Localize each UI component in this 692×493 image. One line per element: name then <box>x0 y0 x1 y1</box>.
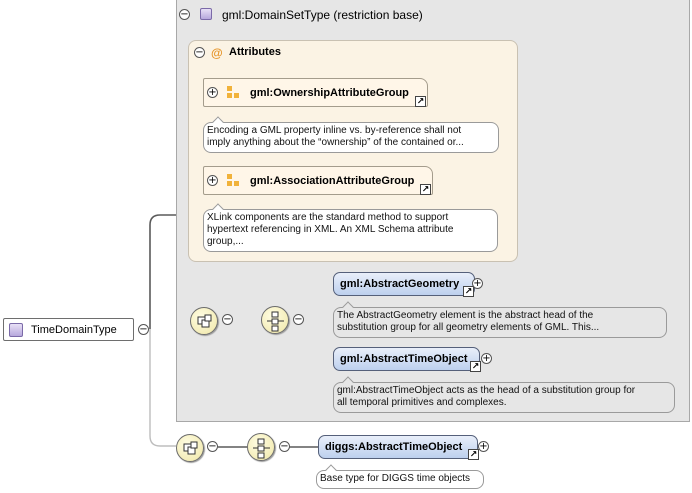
attribute-group-association[interactable]: gml:AssociationAttributeGroup <box>203 166 433 195</box>
link-arrow-icon[interactable]: ↗ <box>463 286 474 297</box>
base-type-collapse-button[interactable]: − <box>179 9 190 20</box>
element-abstract-geometry-expand-button[interactable]: + <box>472 278 483 289</box>
element-abstract-geometry-label: gml:AbstractGeometry <box>340 278 460 290</box>
element-diggs-abstract-time-object-doc: Base type for DIGGS time objects <box>316 464 484 489</box>
element-abstract-time-object-label: gml:AbstractTimeObject <box>340 353 468 365</box>
attribute-group-ownership-label: gml:OwnershipAttributeGroup <box>250 86 409 99</box>
root-type-label: TimeDomainType <box>31 323 117 336</box>
attribute-group-ownership[interactable]: gml:OwnershipAttributeGroup <box>203 78 428 107</box>
element-abstract-time-object[interactable]: gml:AbstractTimeObject <box>333 347 480 371</box>
choice-compositor-icon[interactable] <box>247 433 275 461</box>
link-arrow-icon[interactable]: ↗ <box>470 361 481 372</box>
attribute-at-icon: @ <box>211 46 223 60</box>
link-arrow-icon[interactable]: ↗ <box>415 96 426 107</box>
sequence-collapse-button[interactable]: − <box>222 314 233 325</box>
attributes-title: Attributes <box>229 46 281 58</box>
element-abstract-time-object-expand-button[interactable]: + <box>481 353 492 364</box>
attribute-group-icon <box>227 174 241 188</box>
complex-type-icon <box>9 322 23 337</box>
choice-compositor-icon[interactable] <box>261 306 289 334</box>
attribute-group-association-label: gml:AssociationAttributeGroup <box>250 174 415 187</box>
sequence-glyph <box>183 441 198 455</box>
attribute-group-association-doc: XLink components are the standard method… <box>203 203 498 252</box>
element-diggs-abstract-time-object-label: diggs:AbstractTimeObject <box>325 441 463 453</box>
link-arrow-icon[interactable]: ↗ <box>468 449 479 460</box>
attributes-collapse-button[interactable]: − <box>194 47 205 58</box>
sequence-glyph <box>197 314 212 328</box>
element-abstract-time-object-doc: gml:AbstractTimeObject acts as the head … <box>333 376 675 413</box>
base-type-title: gml:DomainSetType (restriction base) <box>222 8 423 22</box>
choice-glyph <box>253 438 270 459</box>
sequence-collapse-button[interactable]: − <box>207 441 218 452</box>
choice-collapse-button[interactable]: − <box>279 441 290 452</box>
link-arrow-icon[interactable]: ↗ <box>420 184 431 195</box>
element-abstract-geometry[interactable]: gml:AbstractGeometry <box>333 272 475 296</box>
attribute-group-ownership-doc: Encoding a GML property inline vs. by-re… <box>203 116 499 153</box>
choice-collapse-button[interactable]: − <box>293 314 304 325</box>
sequence-compositor-icon[interactable] <box>176 434 204 462</box>
element-diggs-abstract-time-object-expand-button[interactable]: + <box>478 441 489 452</box>
attribute-group-icon <box>227 86 241 100</box>
attribute-group-ownership-expand-button[interactable]: + <box>207 87 218 98</box>
element-abstract-geometry-doc: The AbstractGeometry element is the abst… <box>333 301 667 338</box>
element-diggs-abstract-time-object[interactable]: diggs:AbstractTimeObject <box>318 435 478 459</box>
attribute-group-association-expand-button[interactable]: + <box>207 175 218 186</box>
root-collapse-button[interactable]: − <box>138 324 149 335</box>
root-type-box[interactable]: TimeDomainType <box>3 318 134 341</box>
sequence-compositor-icon[interactable] <box>190 307 218 335</box>
choice-glyph <box>267 311 284 332</box>
base-type-icon <box>200 8 212 20</box>
